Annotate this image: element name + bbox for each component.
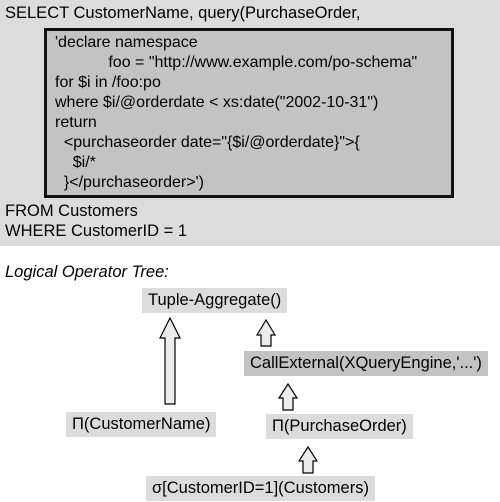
xquery-line: 'declare namespace [55, 34, 198, 51]
xquery-line: for $i in /foo:po [55, 74, 161, 91]
tree-title: Logical Operator Tree: [5, 263, 169, 281]
node-project-customer-name: Π(CustomerName) [66, 412, 217, 437]
xquery-line: $i/* [55, 154, 96, 171]
arrow-up-icon [159, 316, 181, 405]
xquery-box: 'declare namespace foo = "http://www.exa… [44, 28, 454, 198]
sql-where-line: WHERE CustomerID = 1 [5, 222, 187, 240]
xquery-line: return [55, 114, 97, 131]
node-call-external: CallExternal(XQueryEngine,'...') [244, 351, 488, 376]
arrow-up-icon [277, 382, 299, 411]
node-project-purchase-order: Π(PurchaseOrder) [266, 414, 413, 439]
xquery-line: where $i/@orderdate < xs:date("2002-10-3… [55, 94, 379, 111]
sql-from-line: FROM Customers [5, 202, 138, 220]
xquery-line: <purchaseorder date="{$i/@orderdate}">{ [55, 134, 360, 151]
xquery-line: }</purchaseorder>') [55, 174, 204, 191]
arrow-up-icon [297, 445, 319, 474]
arrow-up-icon [255, 318, 277, 347]
xquery-line: foo = "http://www.example.com/po-schema" [55, 54, 418, 71]
sql-select-line: SELECT CustomerName, query(PurchaseOrder… [5, 4, 361, 22]
node-select-customers: σ[CustomerID=1](Customers) [146, 476, 375, 501]
sql-query-panel: SELECT CustomerName, query(PurchaseOrder… [0, 0, 500, 246]
node-tuple-aggregate: Tuple-Aggregate() [142, 288, 288, 313]
